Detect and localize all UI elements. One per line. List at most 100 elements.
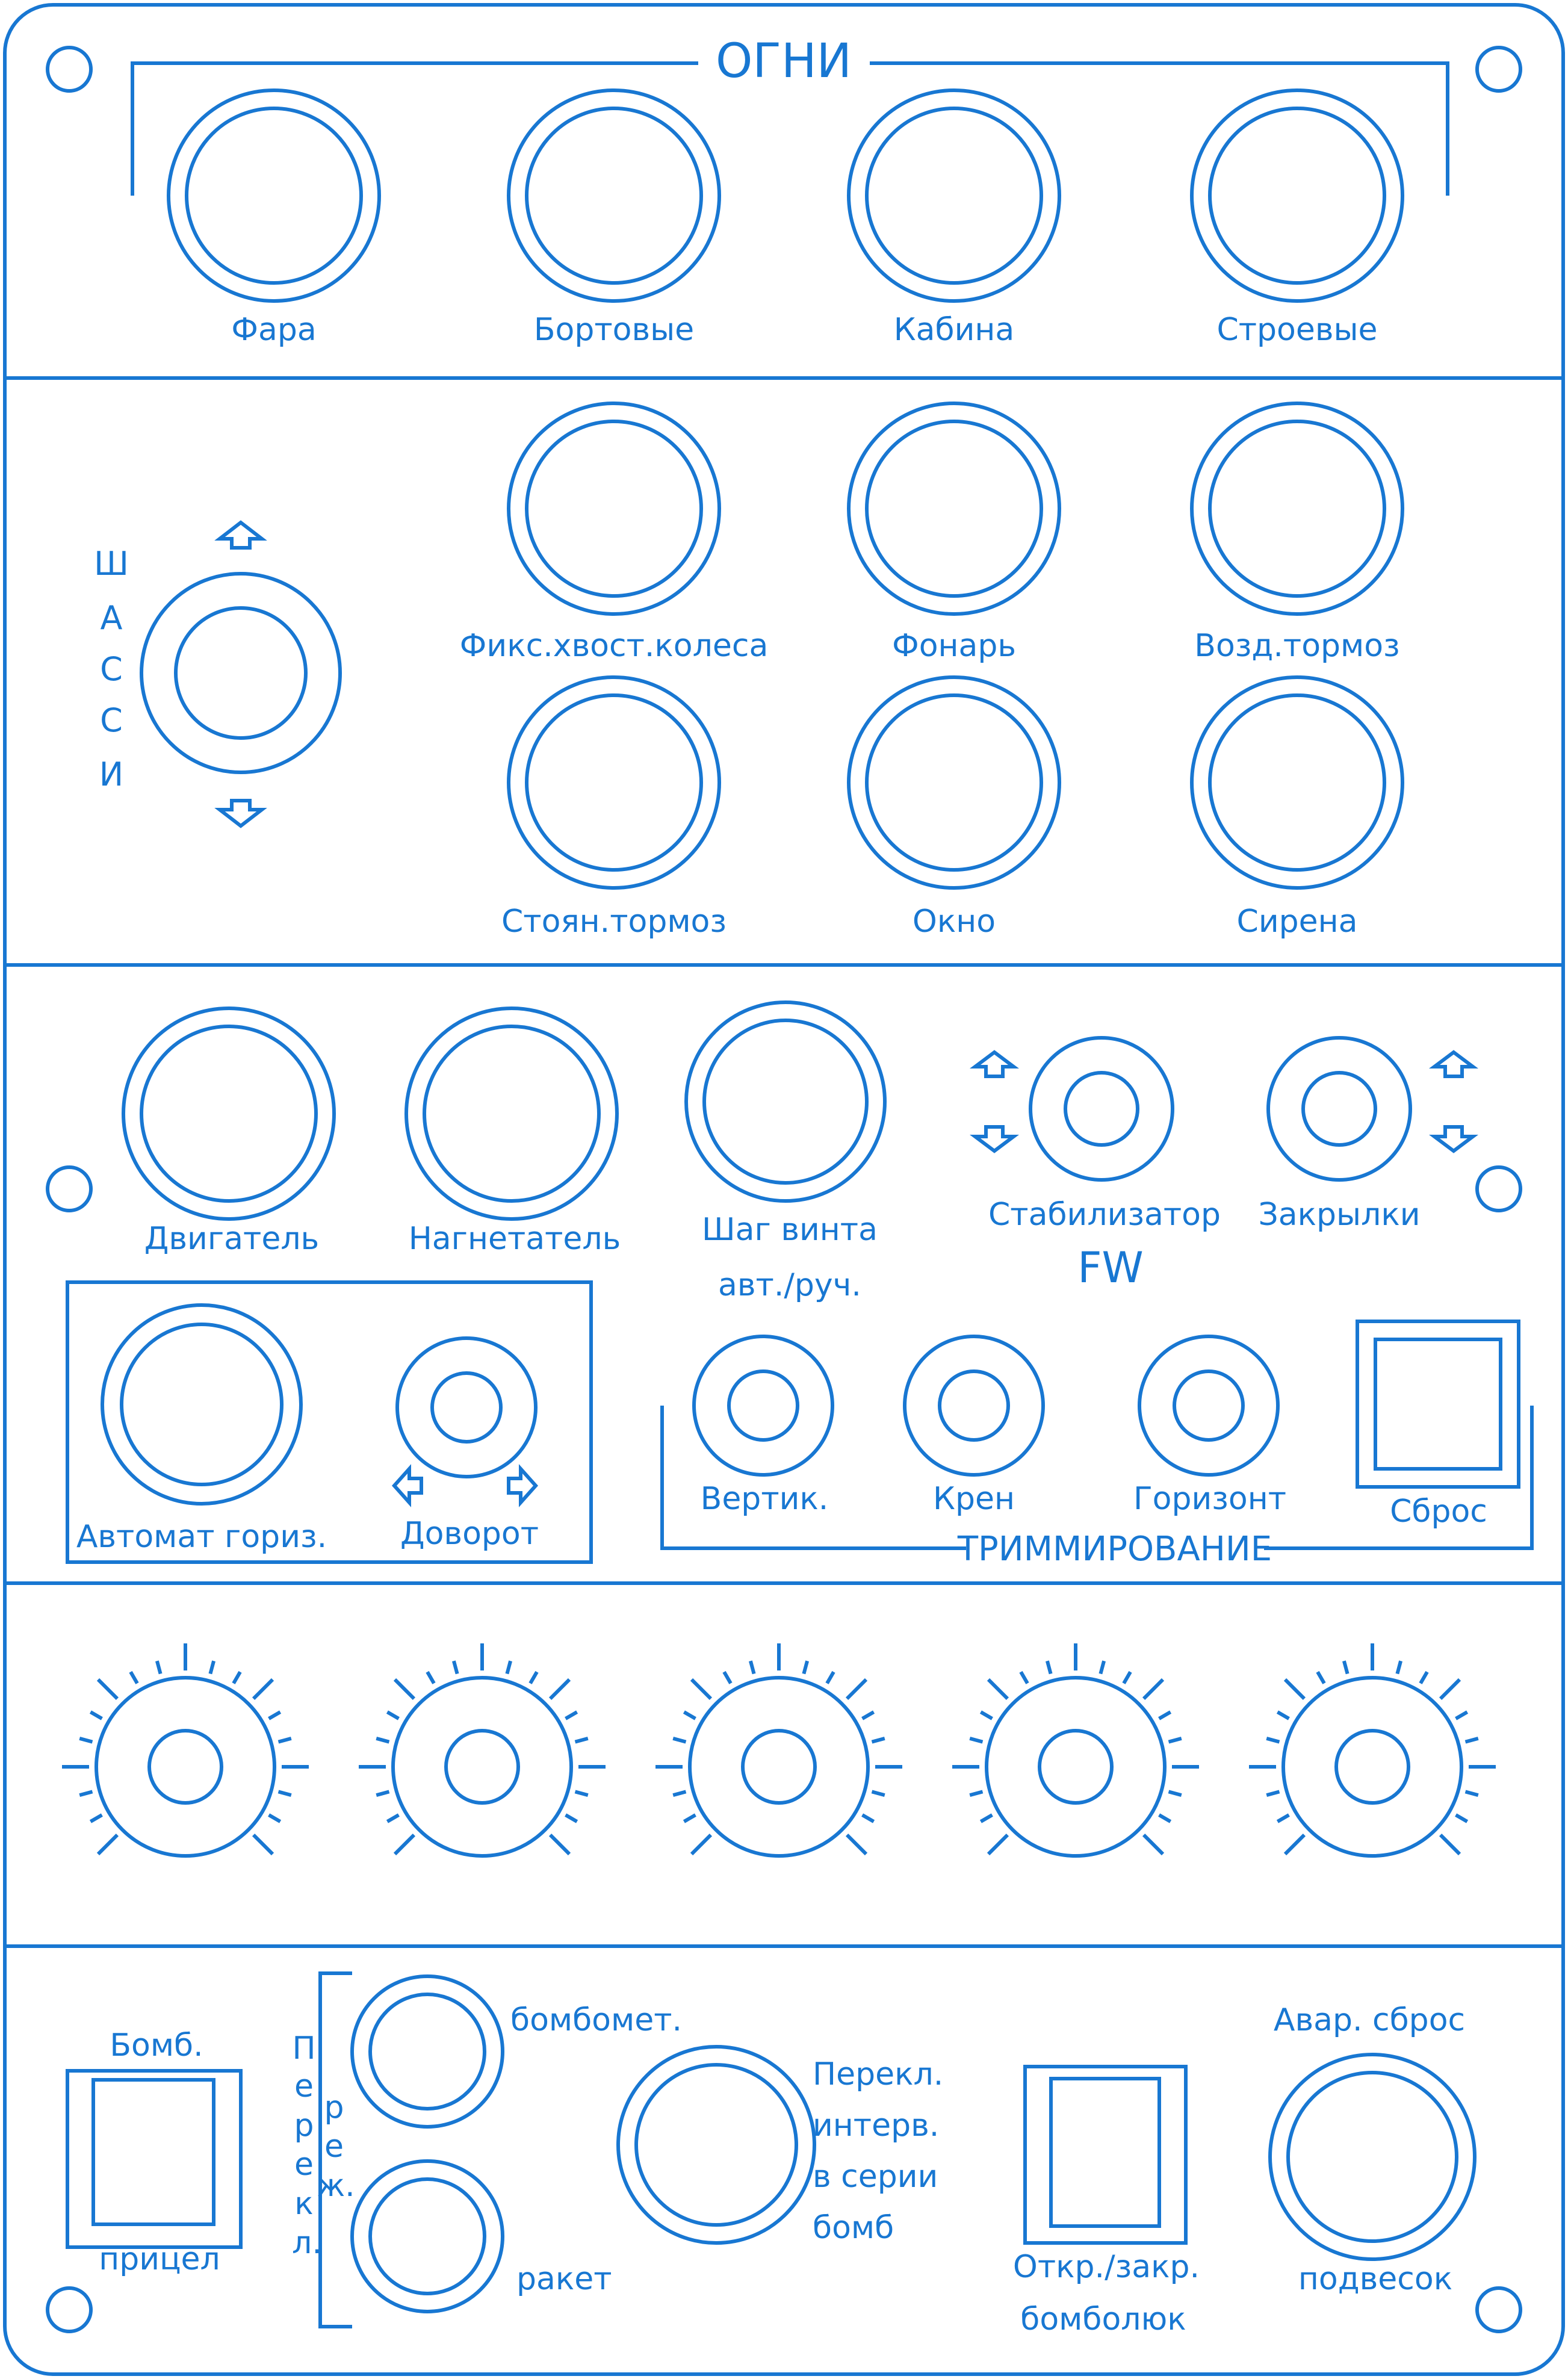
trim-vertical-switch[interactable]	[692, 1335, 834, 1477]
screw-hole	[46, 1165, 93, 1212]
button-tailwheel-lock[interactable]	[507, 402, 721, 616]
label-bombsight-bottom: прицел	[99, 2241, 220, 2277]
knob-tick	[749, 1660, 756, 1675]
button-rockets[interactable]	[350, 2159, 504, 2313]
label-trim-roll: Крен	[933, 1481, 1015, 1517]
knob-tick	[979, 1710, 993, 1720]
knob-tick	[1099, 1660, 1106, 1675]
knob-tick	[277, 1790, 292, 1797]
bomb-bay-button[interactable]	[1023, 2065, 1188, 2245]
lights-bracket	[131, 61, 1449, 196]
knob-tick	[845, 1678, 868, 1701]
knob-tick	[505, 1660, 512, 1675]
knob-tick	[1464, 1790, 1479, 1797]
knob-tick	[393, 1833, 416, 1856]
button-canopy[interactable]	[847, 402, 1061, 616]
knob-tick	[574, 1737, 589, 1744]
label-interval-line1: Перекл.	[813, 2056, 943, 2092]
screw-hole	[46, 46, 93, 93]
arrow-down-icon	[214, 799, 267, 828]
knob-tick	[252, 1678, 274, 1701]
arrow-down-icon	[970, 1125, 1019, 1153]
knob-tick	[1142, 1833, 1165, 1856]
arrow-right-icon	[507, 1464, 539, 1507]
arrow-down-icon	[1429, 1125, 1478, 1153]
label-flaps: Закрылки	[1258, 1197, 1420, 1233]
knob-tick	[683, 1710, 696, 1720]
knob-tick	[825, 1670, 835, 1684]
bombsight-button[interactable]	[66, 2069, 243, 2249]
knob-tick	[386, 1710, 400, 1720]
button-nav-lights[interactable]	[507, 88, 721, 303]
label-window: Окно	[913, 904, 996, 940]
rotary-knob[interactable]	[952, 1643, 1199, 1858]
knob-tick	[969, 1790, 984, 1797]
rotary-knob[interactable]	[359, 1643, 606, 1858]
button-bomb-interval[interactable]	[616, 2045, 816, 2245]
button-parking-brake[interactable]	[507, 675, 721, 890]
label-bomb-launcher: бомбомет.	[510, 2002, 682, 2038]
knob-tick	[277, 1737, 292, 1744]
knob-tick	[252, 1833, 274, 1856]
label-canopy: Фонарь	[892, 628, 1016, 664]
flaps-switch[interactable]	[1266, 1036, 1412, 1182]
button-siren[interactable]	[1190, 675, 1404, 890]
knobs-row	[62, 1643, 1496, 1858]
chassis-switch[interactable]	[140, 572, 342, 774]
button-engine[interactable]	[122, 1006, 336, 1221]
button-window[interactable]	[847, 675, 1061, 890]
button-supercharger[interactable]	[404, 1006, 619, 1221]
knob-tick	[96, 1678, 119, 1701]
trim-bracket	[660, 1406, 1534, 1550]
knob-tick	[376, 1737, 390, 1744]
label-interval-line4: бомб	[813, 2210, 894, 2246]
rotary-knob[interactable]	[62, 1643, 309, 1858]
knob-tick	[393, 1678, 416, 1701]
button-cockpit-light[interactable]	[847, 88, 1061, 303]
button-prop-pitch[interactable]	[684, 1000, 887, 1203]
label-trim-vertical: Вертик.	[701, 1481, 829, 1517]
button-formation-lights[interactable]	[1190, 88, 1404, 303]
knob-tick	[1142, 1678, 1165, 1701]
knob-tick	[1266, 1790, 1280, 1797]
turn-switch[interactable]	[395, 1336, 538, 1478]
knob-tick	[861, 1710, 875, 1720]
knob-tick	[802, 1660, 809, 1675]
trim-title: ТРИММИРОВАНИЕ	[957, 1530, 1272, 1569]
trim-roll-switch[interactable]	[903, 1335, 1045, 1477]
knob-tick	[155, 1660, 163, 1675]
autopilot-box	[66, 1280, 593, 1564]
button-bomb-launcher[interactable]	[350, 1974, 504, 2129]
knob-tick	[426, 1670, 436, 1684]
knob-tick	[1395, 1660, 1402, 1675]
mode-letter: р	[324, 2089, 344, 2126]
trim-reset-button[interactable]	[1356, 1320, 1520, 1489]
knob-tick	[987, 1833, 1009, 1856]
rotary-knob[interactable]	[655, 1643, 902, 1858]
arrow-left-icon	[391, 1464, 423, 1507]
knob-tick	[268, 1710, 282, 1720]
knob-tick	[979, 1813, 993, 1823]
label-trim-reset: Сброс	[1390, 1493, 1487, 1530]
screw-hole	[1475, 2286, 1522, 2333]
button-autopilot[interactable]	[101, 1303, 303, 1506]
knob-tick	[452, 1660, 459, 1675]
trim-horizontal-switch[interactable]	[1138, 1335, 1280, 1477]
rotary-knob[interactable]	[1249, 1643, 1496, 1858]
knob-tick	[1046, 1660, 1053, 1675]
knob-tick	[79, 1737, 93, 1744]
knob-tick	[232, 1670, 242, 1684]
knob-tick	[129, 1670, 139, 1684]
button-emergency-release[interactable]	[1268, 2053, 1477, 2261]
label-bombsight-top: Бомб.	[110, 2027, 203, 2064]
button-airbrake[interactable]	[1190, 402, 1404, 616]
button-headlight[interactable]	[167, 88, 381, 303]
screw-hole	[1475, 46, 1522, 93]
chassis-letter: А	[101, 599, 123, 637]
stabilizer-switch[interactable]	[1029, 1036, 1174, 1182]
knob-tick	[1342, 1660, 1350, 1675]
screw-hole	[46, 2286, 93, 2333]
chassis-letter: И	[99, 755, 123, 793]
knob-tick	[89, 1813, 103, 1823]
knob-tick	[89, 1710, 103, 1720]
